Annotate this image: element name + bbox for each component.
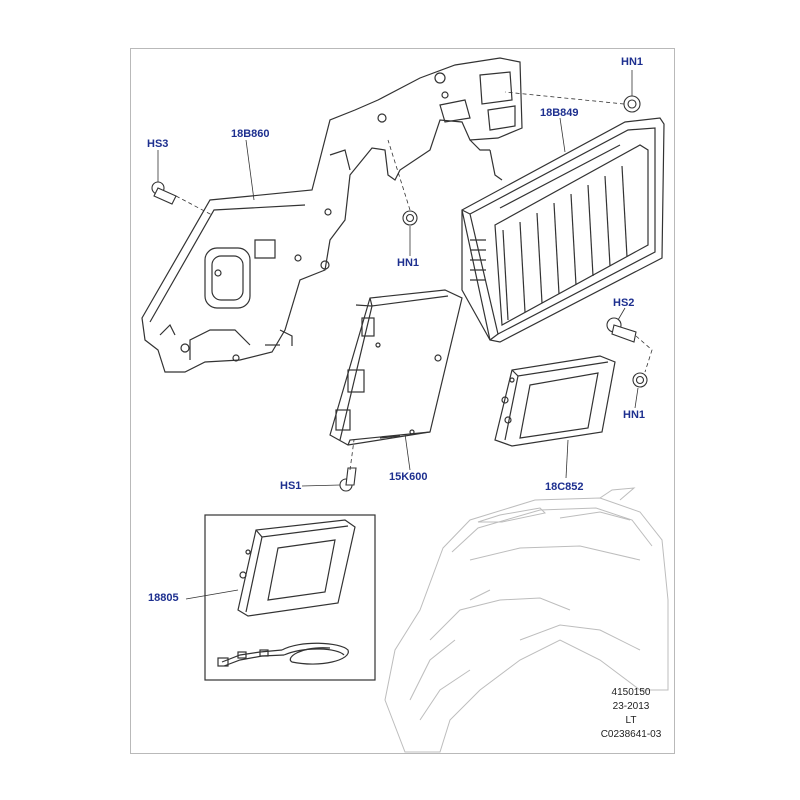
callout-hs3: HS3	[147, 138, 169, 150]
assembly-lines	[175, 91, 653, 471]
fastener-hn1-mid	[402, 210, 418, 226]
ref-drawing-id: C0238641-03	[600, 729, 662, 740]
callout-18b860: 18B860	[231, 128, 270, 140]
ref-date: 23-2013	[612, 701, 650, 712]
module-18b849	[461, 117, 665, 343]
bracket-18b860	[141, 57, 523, 373]
callout-hs2: HS2	[613, 297, 635, 309]
module-15k600	[329, 289, 463, 446]
diagram-frame	[130, 48, 675, 754]
callout-hn1-top: HN1	[621, 56, 644, 68]
callout-15k600: 15K600	[389, 471, 428, 483]
callout-hn1-right: HN1	[623, 409, 646, 421]
callout-18c852: 18C852	[545, 481, 584, 493]
body-trim-panel	[384, 487, 669, 753]
leader-lines	[157, 70, 639, 600]
callout-18805: 18805	[148, 592, 179, 604]
inset-18805	[204, 514, 376, 681]
ref-code: LT	[625, 715, 637, 726]
fastener-hs3	[151, 181, 177, 205]
fastener-hn1-top	[623, 95, 641, 113]
callout-hs1: HS1	[280, 480, 302, 492]
module-18c852	[494, 355, 616, 447]
callout-18b849: 18B849	[540, 107, 579, 119]
fastener-hs2	[606, 317, 637, 343]
callout-hn1-mid: HN1	[397, 257, 420, 269]
ref-number: 4150150	[611, 687, 651, 698]
fastener-hs1	[339, 467, 357, 492]
fastener-hn1-right	[632, 372, 648, 388]
